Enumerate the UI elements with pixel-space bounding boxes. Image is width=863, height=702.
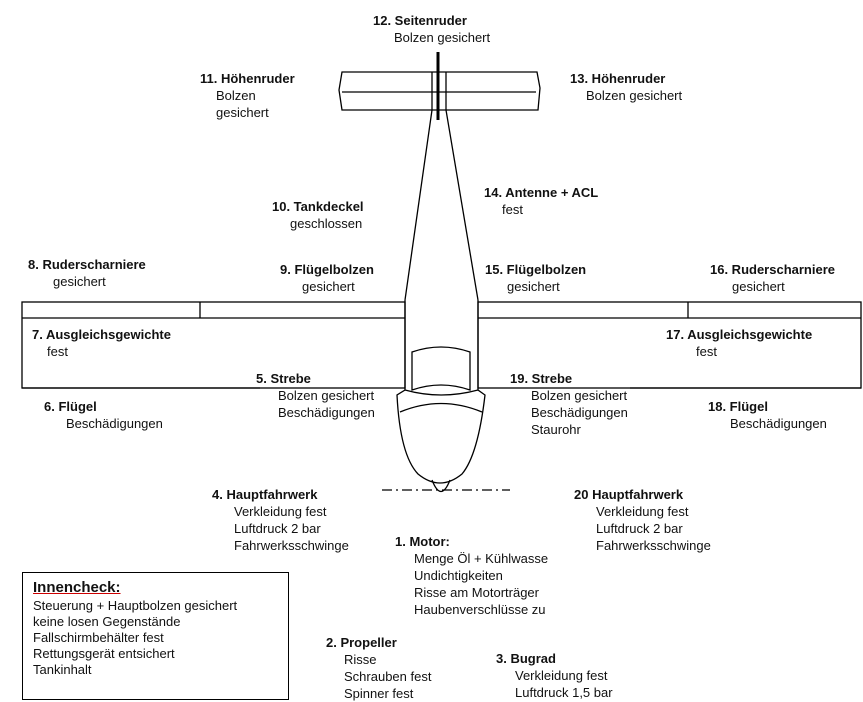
innencheck-item: Fallschirmbehälter fest [33,630,164,645]
label-8-ruderscharniere: 8. Ruderscharniere gesichert [28,257,146,289]
fuselage-boom [404,109,479,301]
label-2-propeller: 2. Propeller Risse Schrauben fest Spinne… [326,635,432,701]
horizontal-stabilizer [338,71,541,111]
innencheck-box: Innencheck: Steuerung + Hauptbolzen gesi… [22,572,289,700]
label-20-hauptfahrwerk: 20 Hauptfahrwerk Verkleidung fest Luftdr… [574,487,711,553]
label-5-strebe: 5. Strebe Bolzen gesichert Beschädigunge… [256,371,375,420]
label-3-bugrad: 3. Bugrad Verkleidung fest Luftdruck 1,5… [496,651,613,700]
label-7-ausgleichsgewichte: 7. Ausgleichsgewichte fest [32,327,171,359]
label-10-tankdeckel: 10. Tankdeckel geschlossen [272,199,364,231]
innencheck-item: Rettungsgerät entsichert [33,646,175,661]
label-11-hoehenruder: 11. Höhenruder Bolzen gesichert [200,71,295,120]
innencheck-item: Tankinhalt [33,662,92,677]
label-4-hauptfahrwerk: 4. Hauptfahrwerk Verkleidung fest Luftdr… [212,487,349,553]
label-16-ruderscharniere: 16. Ruderscharniere gesichert [710,262,836,294]
innencheck-item: keine losen Gegenstände [33,614,181,629]
spinner [431,479,451,493]
cabin-pod [396,300,486,484]
label-1-motor: 1. Motor: Menge Öl + Kühlwasse Undichtig… [395,534,549,617]
label-13-hoehenruder: 13. Höhenruder Bolzen gesichert [570,71,683,103]
label-18-fluegel: 18. Flügel Beschädigungen [708,399,827,431]
label-14-antenne-acl: 14. Antenne + ACL fest [484,185,599,217]
label-15-fluegelbolzen: 15. Flügelbolzen gesichert [485,262,587,294]
label-9-fluegelbolzen: 9. Flügelbolzen gesichert [280,262,374,294]
label-12-seitenruder: 12. Seitenruder Bolzen gesichert [373,13,491,45]
label-6-fluegel: 6. Flügel Beschädigungen [44,399,163,431]
innencheck-title: Innencheck: [33,579,121,596]
innencheck-item: Steuerung + Hauptbolzen gesichert [33,598,238,613]
label-17-ausgleichsgewichte: 17. Ausgleichsgewichte fest [666,327,813,359]
label-19-strebe: 19. Strebe Bolzen gesichert Beschädigung… [510,371,628,437]
